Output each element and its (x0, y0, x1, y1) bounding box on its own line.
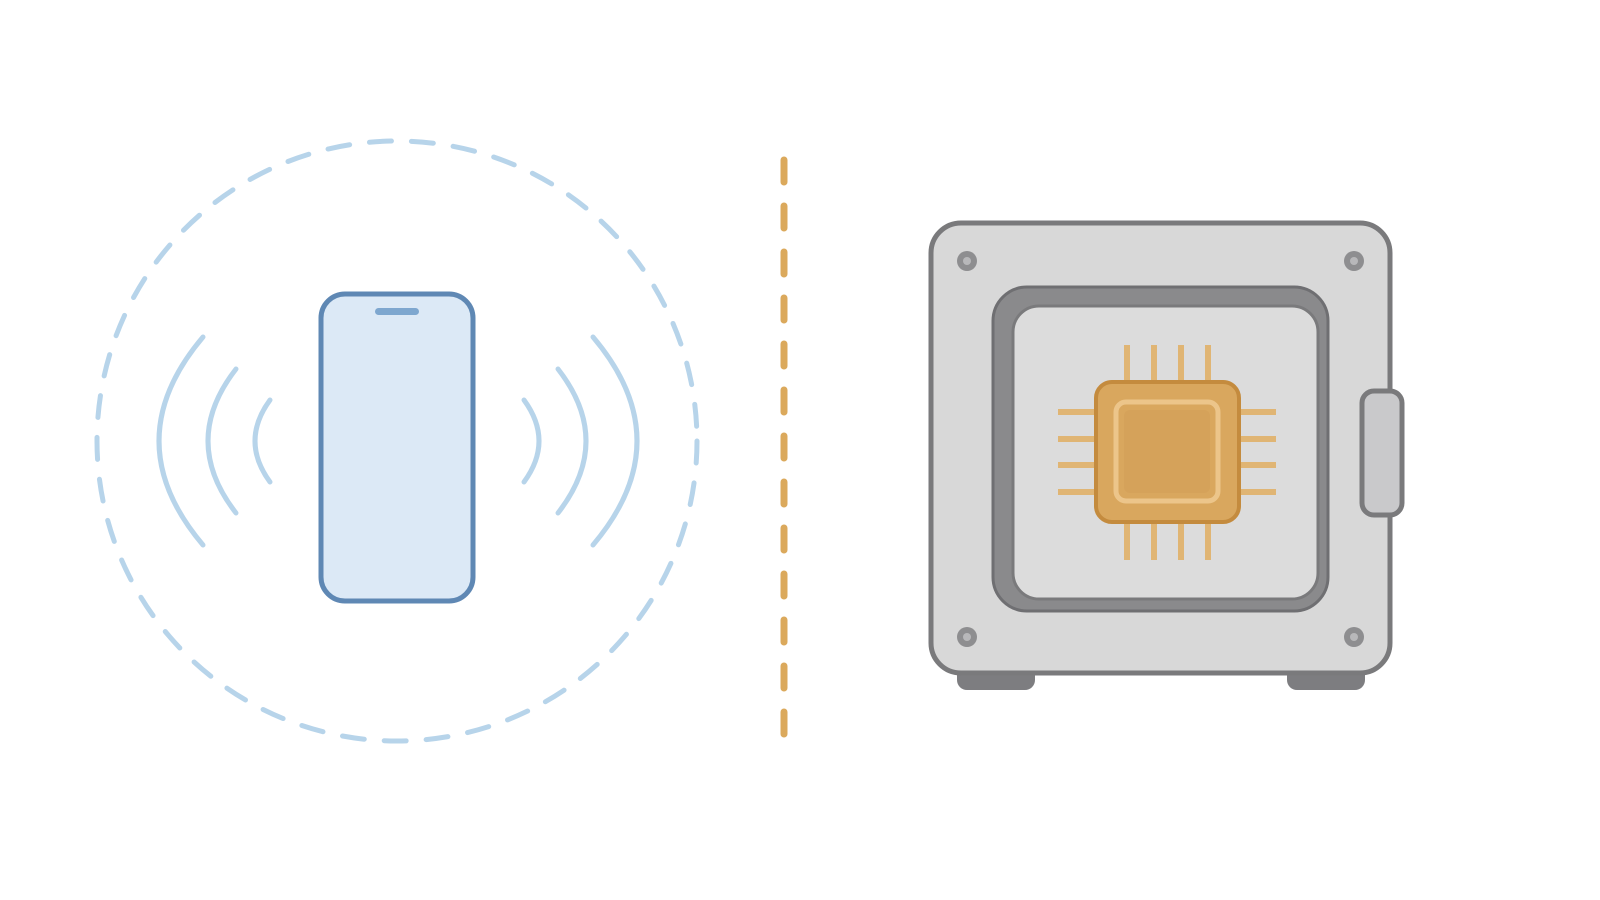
smartphone-body (318, 291, 476, 604)
signal-wave-right-middle (555, 366, 589, 516)
smartphone-speaker (375, 308, 419, 315)
safe-handle (1359, 388, 1405, 518)
chip-pins (1058, 345, 1276, 560)
signal-wave-left-middle (205, 366, 239, 516)
safe-icon (928, 220, 1405, 690)
signal-wave-left-inner (252, 397, 273, 485)
chip-core (1124, 410, 1210, 493)
smartphone-icon (318, 291, 476, 604)
safe-bolts (957, 251, 1364, 647)
signal-waves-left-icon (156, 334, 273, 548)
chip-icon (1058, 345, 1276, 560)
signal-wave-right-inner (521, 397, 542, 485)
range-circle (94, 138, 700, 744)
signal-wave-left-outer (156, 334, 206, 548)
signal-wave-right-outer (590, 334, 640, 548)
signal-waves-right-icon (521, 334, 640, 548)
chip-core-highlight (1113, 399, 1221, 504)
